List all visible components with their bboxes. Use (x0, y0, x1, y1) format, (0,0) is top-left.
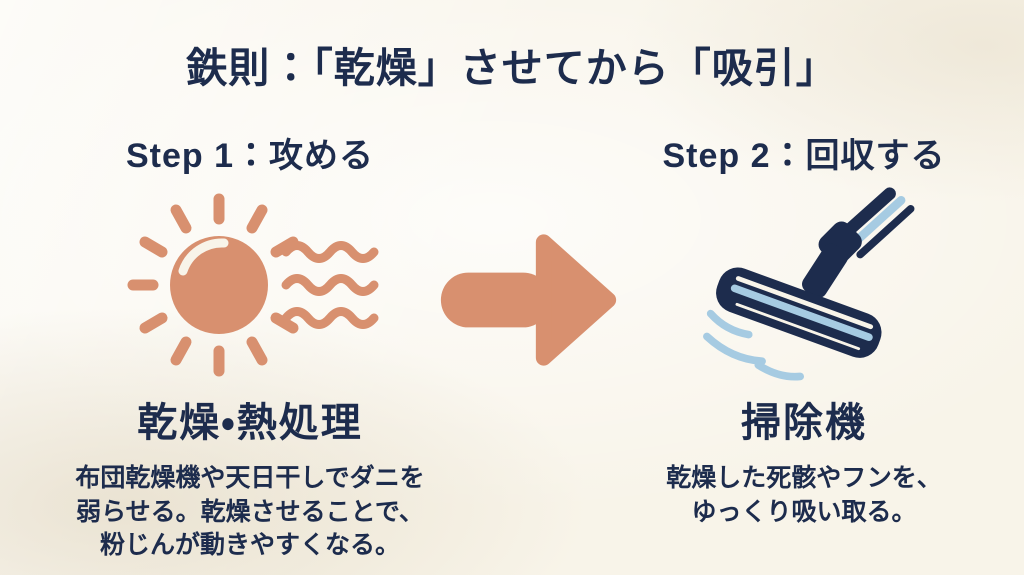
step2-icon-wrap (686, 183, 922, 388)
step1-description-line: 粉じんが動きやすくなる。 (99, 531, 400, 559)
step2-description: 乾燥した死骸やフンを、 ゆっくり吸い取る。 (666, 462, 942, 529)
step1-heading: Step 1：攻める (125, 137, 375, 175)
vacuum-icon (703, 186, 915, 381)
arrow-wrap (436, 226, 622, 374)
step1-icon-wrap (114, 183, 386, 388)
step1-description: 布団乾燥機や天日干しでダニを 弱らせる。乾燥させることで、 粉じんが動きやすくな… (75, 462, 424, 563)
step2-description-line: 乾燥した死骸やフンを、 (666, 464, 942, 492)
step2-subtitle: 掃除機 (741, 401, 867, 445)
right-arrow-icon (440, 234, 617, 366)
step1-description-line: 布団乾燥機や天日干しでダニを (75, 464, 425, 492)
step2-description-line: ゆっくり吸い取る。 (691, 497, 917, 526)
step2-heading: Step 2：回収する (662, 137, 946, 175)
step2-column: Step 2：回収する (588, 128, 1020, 529)
step1-subtitle: 乾燥・熱処理 (137, 401, 363, 445)
page-title: 鉄則：「乾燥」させてから「吸引」 (186, 45, 838, 91)
step1-description-line: 弱らせる。乾燥させることで、 (76, 497, 424, 526)
step1-column: Step 1：攻める (30, 128, 470, 563)
sun-heat-icon (127, 193, 379, 376)
